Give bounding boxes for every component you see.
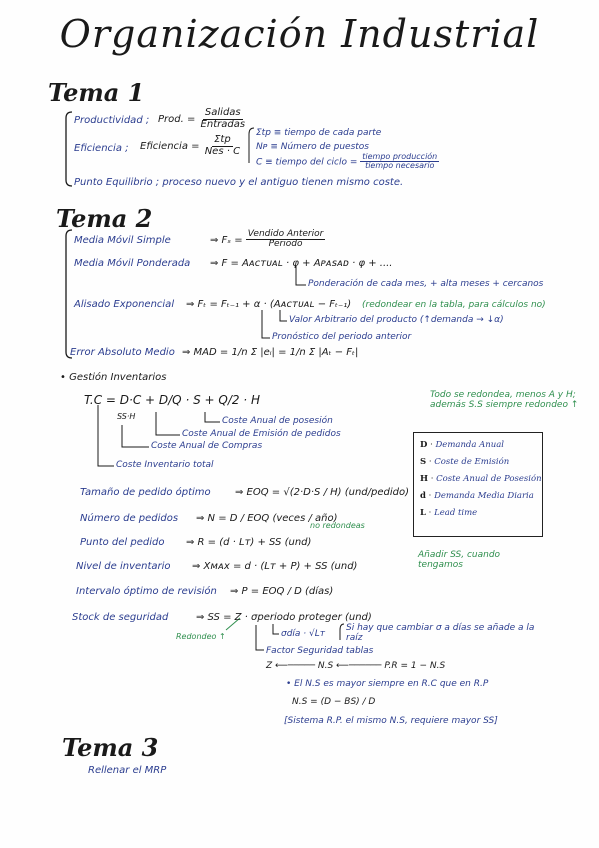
mad-label: Error Absoluto Medio — [70, 347, 175, 358]
npedidos-formula: ⇒ N = D / EOQ (veces / año) — [196, 513, 338, 524]
tema1-heading: Tema 1 — [48, 78, 145, 107]
def-c-fraction: tiempo producción tiempo necesario — [360, 152, 440, 171]
npedidos-note: no redondeas — [310, 521, 365, 530]
def-c-label: C ≡ tiempo del ciclo = — [256, 157, 358, 168]
alisado-green-note: (redondear en la tabla, para cálculos no… — [362, 300, 546, 310]
def-c-numerator: tiempo producción — [360, 152, 440, 163]
stock-green: Redondeo ↑ — [176, 632, 226, 641]
mms-fraction: Vendido Anterior Periodo — [245, 229, 326, 250]
eficiencia-numerator: Σtp — [212, 134, 233, 147]
alisado-label: Alisado Exponencial — [74, 299, 175, 310]
def-c: C ≡ tiempo del ciclo = tiempo producción… — [256, 152, 440, 171]
ct-sub: SS·H — [117, 412, 136, 421]
legend-item: H · Coste Anual de Posesión — [420, 474, 542, 484]
page-title: Organización Industrial — [59, 12, 540, 56]
stock-label: Stock de seguridad — [72, 612, 169, 623]
ns-bracket: [Sistema R.P. el mismo N.S, requiere may… — [284, 716, 498, 726]
gestion-heading: • Gestión Inventarios — [60, 372, 167, 383]
ns-note: • El N.S es mayor siempre en R.C que en … — [286, 679, 489, 689]
eficiencia-label: Eficiencia ; — [74, 143, 129, 154]
eficiencia-lhs: Eficiencia = — [140, 141, 200, 152]
punto-pedido-formula: ⇒ R = (d · Lт) + SS (und) — [186, 537, 312, 548]
prod-formula: Prod. = Salidas Entradas — [158, 107, 248, 130]
nivel-formula: ⇒ Xᴍᴀx = d · (Lт + P) + SS (und) — [192, 561, 358, 572]
mms-denominator: Periodo — [268, 239, 303, 250]
eoq-label: Tamaño de pedido óptimo — [80, 487, 211, 498]
intervalo-formula: ⇒ P = EOQ / D (días) — [230, 586, 334, 597]
factor-label: Factor Seguridad tablas — [266, 646, 374, 656]
punto-pedido-green: Añadir SS, cuando tengamos — [418, 550, 501, 570]
tema2-heading: Tema 2 — [56, 204, 153, 233]
mms-numerator: Vendido Anterior — [245, 229, 326, 241]
ns-formula: N.S = (D − BS) / D — [292, 697, 376, 707]
stock-formula: ⇒ SS = Z · σperiodo proteger (und) — [196, 612, 372, 623]
eficiencia-formula: Eficiencia = Σtp Nes · C — [140, 134, 242, 157]
productividad-label: Productividad ; — [74, 115, 150, 126]
punto-equilibrio: Punto Equilibrio ; proceso nuevo y el an… — [74, 177, 404, 188]
mmp-label: Media Móvil Ponderada — [74, 258, 191, 269]
factor-line: Z ⟵───── N.S ⟵────── P.R = 1 − N.S — [266, 661, 446, 671]
npedidos-label: Número de pedidos — [80, 513, 179, 524]
stock-sigma: σdía · √Lт — [281, 629, 326, 639]
ct-compras: Coste Anual de Compras — [151, 441, 263, 451]
prod-fraction: Salidas Entradas — [199, 107, 248, 130]
tema3-note: Rellenar el MRP — [88, 765, 167, 776]
intervalo-label: Intervalo óptimo de revisión — [76, 586, 217, 597]
ct-formula: T.C = D·C + D/Q · S + Q/2 · H — [84, 393, 260, 407]
alisado-alpha-note: Valor Arbitrario del producto (↑demanda … — [289, 315, 504, 325]
legend-item: S · Coste de Emisión — [420, 457, 510, 467]
mms-formula: ⇒ Fₛ = Vendido Anterior Periodo — [210, 229, 326, 250]
legend-item: d · Demanda Media Diaria — [420, 491, 534, 501]
alisado-prev-note: Pronóstico del periodo anterior — [272, 332, 412, 342]
eficiencia-fraction: Σtp Nes · C — [203, 134, 242, 157]
eoq-formula: ⇒ EOQ = √(2·D·S / H) (und/pedido) — [235, 487, 410, 498]
legend-item: D · Demanda Anual — [420, 440, 505, 450]
legend-item: L · Lead time — [420, 508, 478, 518]
nivel-label: Nivel de inventario — [76, 561, 171, 572]
mmp-formula: ⇒ F = Aᴀᴄᴛᴜᴀʟ · φ + Aᴘᴀsᴀᴅ · φ + .... — [210, 258, 393, 269]
def-tp: Σtp ≡ tiempo de cada parte — [256, 128, 382, 138]
ct-emision: Coste Anual de Emisión de pedidos — [182, 429, 341, 439]
def-np: Nᴘ ≡ Número de puestos — [256, 142, 370, 152]
prod-numerator: Salidas — [202, 107, 243, 120]
ct-note-right: Todo se redondea, menos A y H; además S.… — [430, 390, 579, 410]
mms-label: Media Móvil Simple — [74, 235, 171, 246]
mmp-note: Ponderación de cada mes, + alta meses + … — [308, 279, 544, 289]
ct-total: Coste Inventario total — [116, 460, 214, 470]
legend-box: D · Demanda Anual S · Coste de Emisión H… — [413, 432, 543, 537]
mad-formula: ⇒ MAD = 1/n Σ |eᵢ| = 1/n Σ |Aₜ − Fₜ| — [182, 347, 359, 358]
eficiencia-denominator: Nes · C — [204, 145, 241, 157]
ct-posesion: Coste Anual de posesión — [222, 416, 333, 426]
prod-lhs: Prod. = — [158, 114, 196, 125]
alisado-formula: ⇒ Fₜ = Fₜ₋₁ + α · (Aᴀᴄᴛᴜᴀʟ − Fₜ₋₁) — [186, 299, 352, 310]
tema3-heading: Tema 3 — [62, 733, 159, 762]
punto-pedido-label: Punto del pedido — [80, 537, 165, 548]
stock-brace-note: Si hay que cambiar σ a días se añade a l… — [346, 623, 535, 643]
prod-denominator: Entradas — [200, 118, 246, 130]
mms-lhs: ⇒ Fₛ = — [210, 234, 243, 246]
def-c-denominator: tiempo necesario — [365, 161, 435, 171]
